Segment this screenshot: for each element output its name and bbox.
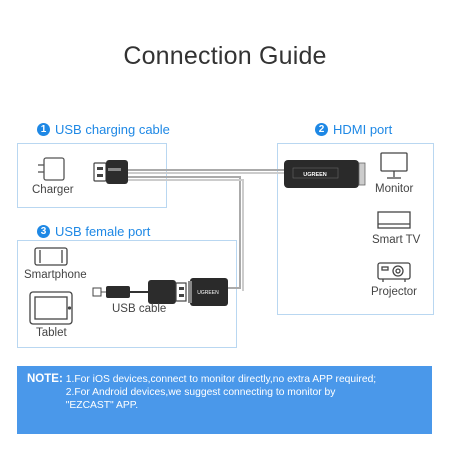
usb-female-box <box>17 240 237 348</box>
charger-icon <box>38 157 65 181</box>
usb-a-plug-icon <box>93 160 128 184</box>
note-line-1: 1.For iOS devices,connect to monitor dir… <box>65 374 377 385</box>
number-badge: 2 <box>315 123 328 136</box>
monitor-label: Monitor <box>375 183 414 195</box>
usb-female-cable-inner <box>128 179 244 291</box>
note-label: NOTE: <box>27 373 63 385</box>
note-line-3: "EZCAST" APP. <box>65 400 139 411</box>
hdmi-connector-icon: UGREEN <box>284 160 366 188</box>
adapter-brand-logo: UGREEN <box>197 290 219 296</box>
page-title: Connection Guide <box>123 42 327 70</box>
section-usb-female-text: USB female port <box>55 224 151 239</box>
usb-female-cable <box>128 176 241 289</box>
cable-lines-light <box>128 172 284 291</box>
section-hdmi-text: HDMI port <box>333 122 393 137</box>
usb-cable-label: USB cable <box>112 303 167 315</box>
smartphone-label: Smartphone <box>24 269 87 281</box>
section-usb-charging-text: USB charging cable <box>55 122 170 137</box>
micro-usb-plug-icon <box>92 286 130 298</box>
smart-tv-label: Smart TV <box>372 234 421 246</box>
note-text: 1.For iOS devices,connect to monitor dir… <box>66 373 376 427</box>
section-usb-charging-label: 1 USB charging cable <box>37 122 170 137</box>
projector-icon <box>377 262 411 282</box>
usb-charging-box <box>17 143 167 208</box>
hdmi-output-box <box>277 143 434 315</box>
number-badge: 3 <box>37 225 50 238</box>
smartphone-icon <box>34 247 68 266</box>
tablet-icon <box>29 291 73 325</box>
note-line-2: 2.For Android devices,we suggest connect… <box>65 387 336 398</box>
note-box: NOTE: 1.For iOS devices,connect to monit… <box>17 366 432 434</box>
charger-label: Charger <box>32 184 74 196</box>
usb-cable-plug-icon <box>148 280 187 304</box>
section-hdmi-label: 2 HDMI port <box>315 122 392 137</box>
cable-lines <box>101 169 284 293</box>
usb-female-adapter-icon: UGREEN <box>188 278 228 306</box>
hdmi-brand-logo: UGREEN <box>303 172 327 178</box>
projector-label: Projector <box>371 286 418 298</box>
tablet-label: Tablet <box>36 327 67 339</box>
smart-tv-icon <box>377 211 411 229</box>
monitor-icon <box>380 152 408 179</box>
number-badge: 1 <box>37 123 50 136</box>
section-usb-female-label: 3 USB female port <box>37 224 150 239</box>
